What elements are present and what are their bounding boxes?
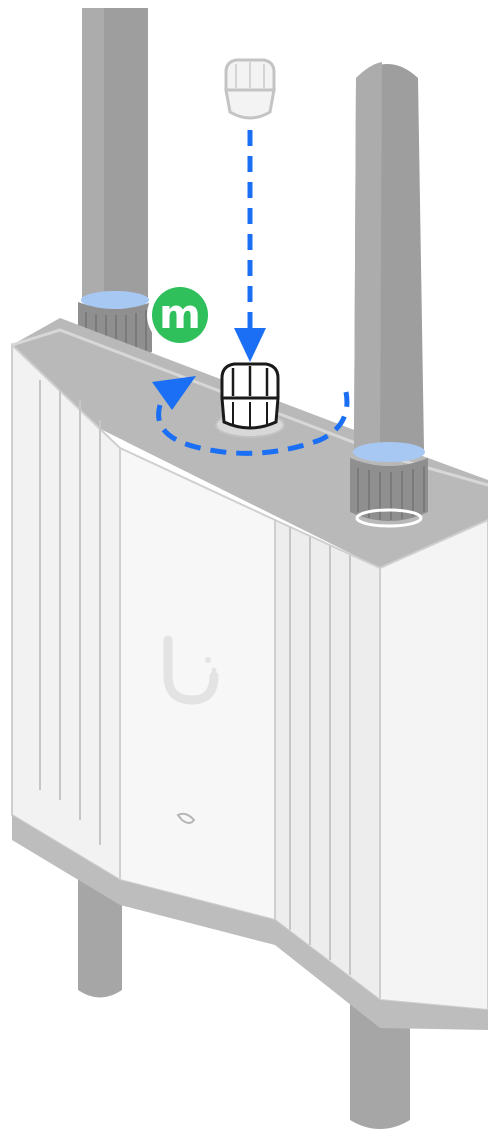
dust-cap-icon [222,364,278,428]
step-badge-label: m [159,292,201,338]
removed-cap-icon [226,60,274,118]
left-antenna [78,8,152,366]
step-badge-icon: m [147,282,213,348]
right-antenna [350,62,428,526]
down-arrow-icon [234,130,266,362]
right-led-ring [353,442,425,462]
